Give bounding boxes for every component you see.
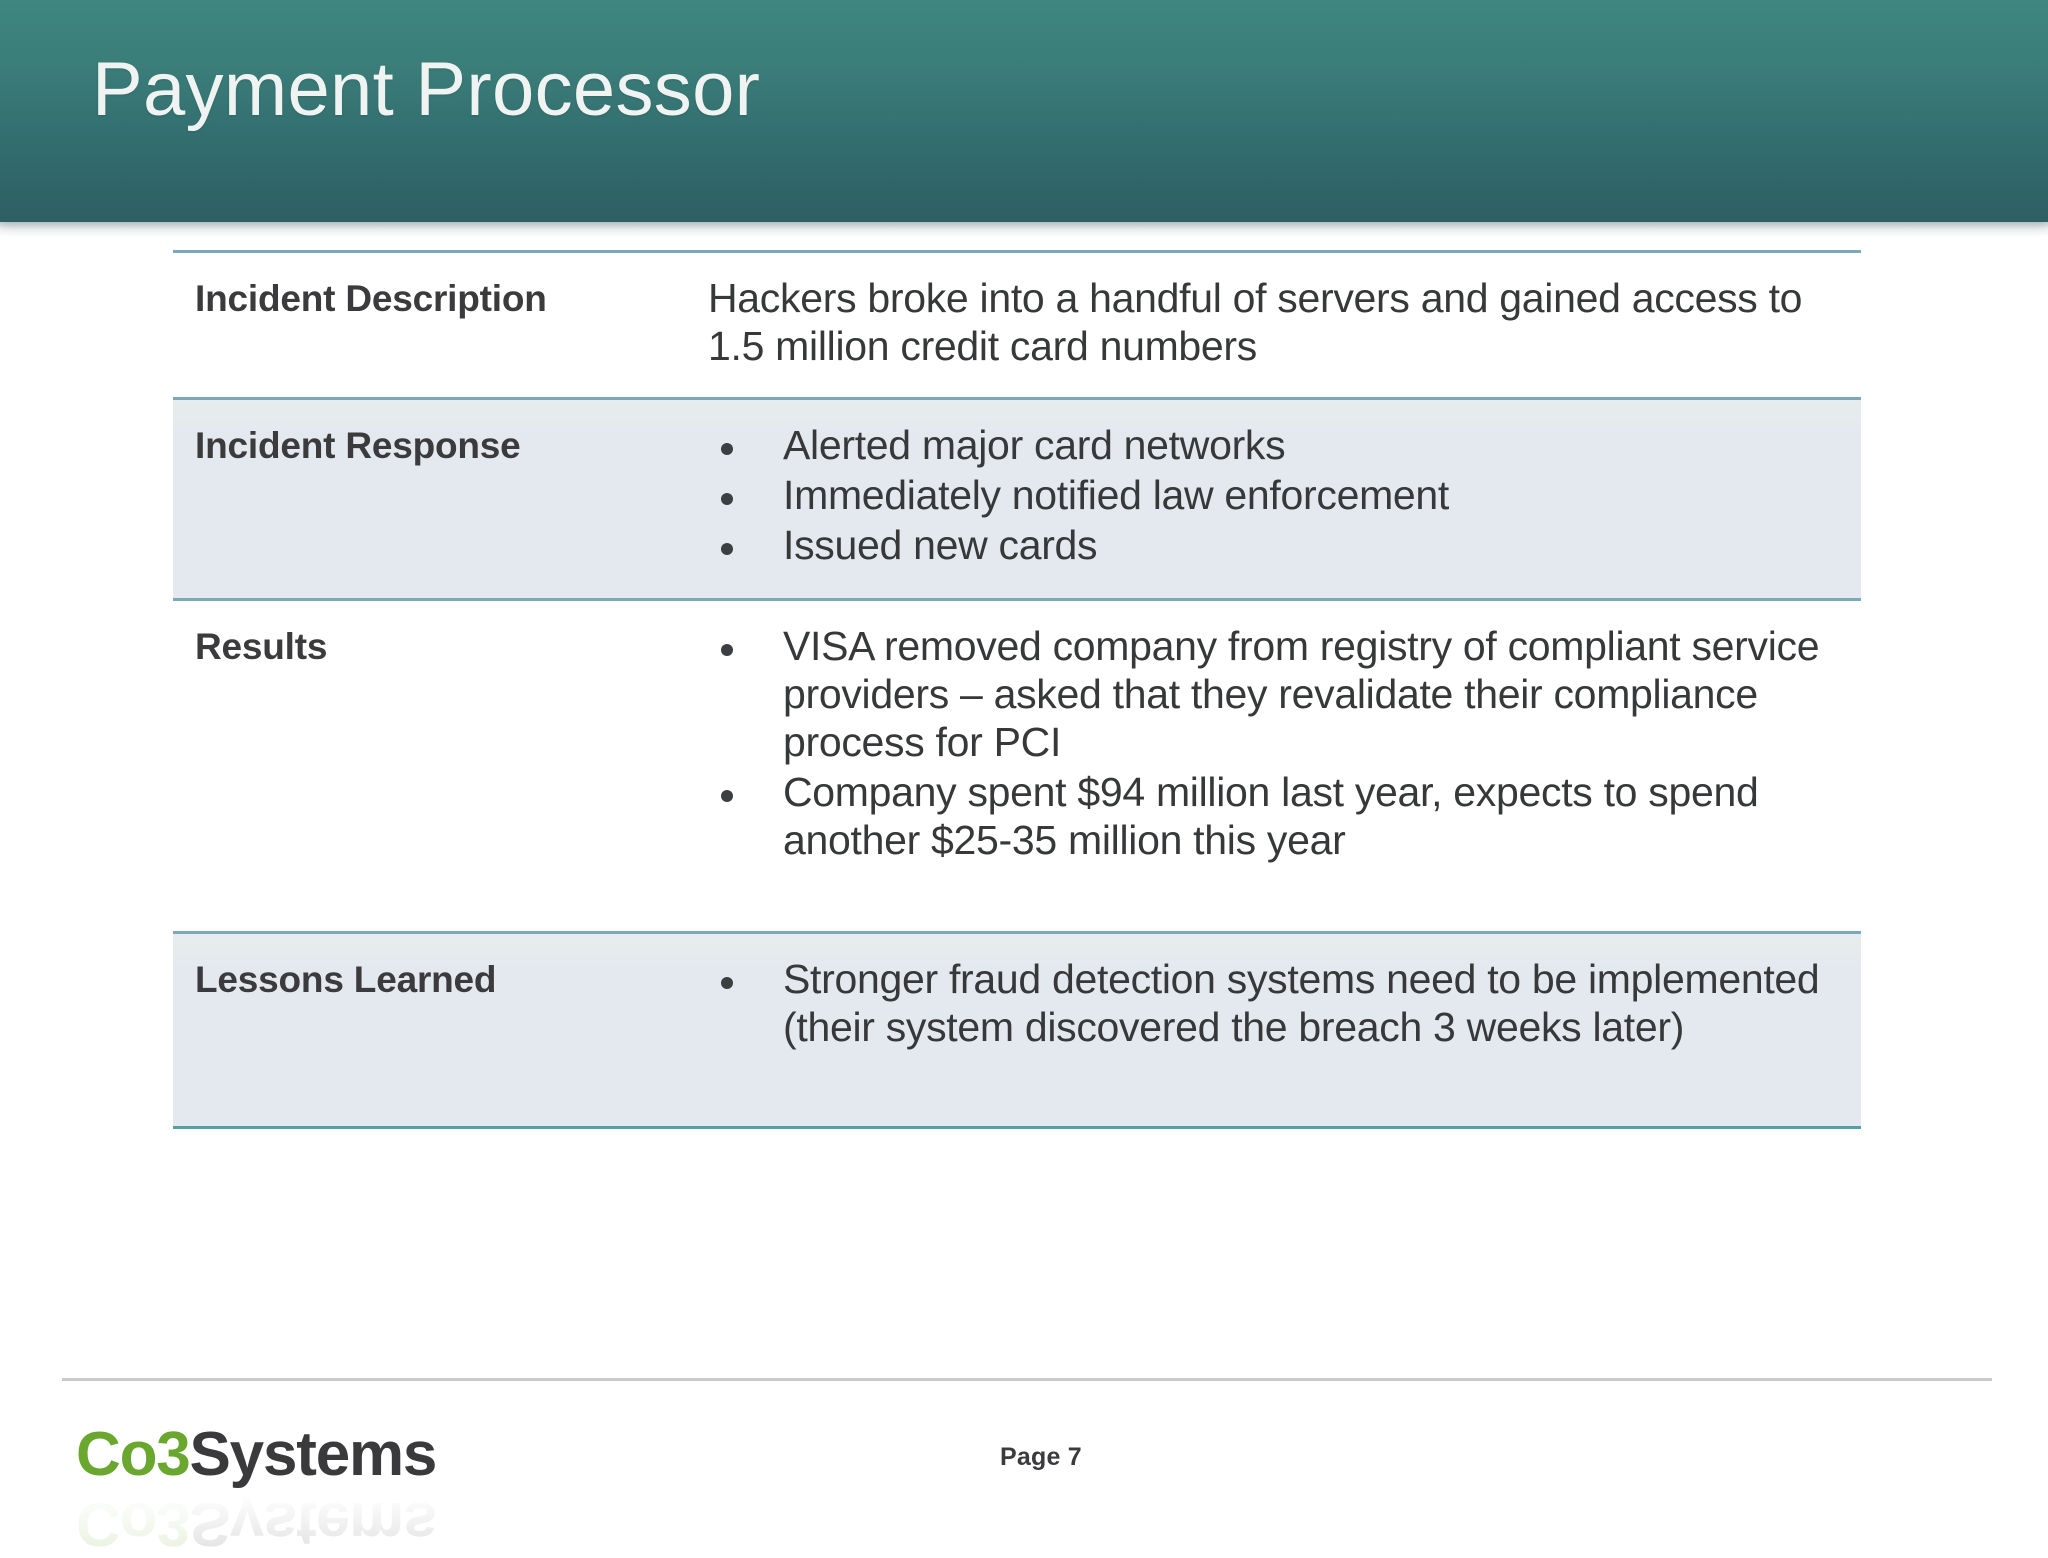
list-item: Issued new cards — [693, 522, 1837, 570]
list-item: Alerted major card networks — [693, 422, 1837, 470]
row-content-results: VISA removed company from registry of co… — [693, 601, 1861, 931]
incident-response-bullet-list: Alerted major card networks Immediately … — [693, 422, 1837, 570]
logo-reflection-primary: Co3 — [76, 1489, 190, 1558]
bullet-text: Stronger fraud detection systems need to… — [783, 955, 1820, 1050]
list-item: Company spent $94 million last year, exp… — [693, 769, 1837, 865]
incident-summary-table: Incident Description Hackers broke into … — [173, 250, 1861, 1129]
co3-systems-logo: Co3Systems — [76, 1424, 437, 1486]
bullet-dot-icon — [721, 492, 733, 505]
row-label-incident-description: Incident Description — [195, 278, 547, 319]
list-item: Immediately notified law enforcement — [693, 472, 1837, 520]
row-label-lessons-learned: Lessons Learned — [195, 958, 497, 1000]
logo-text-secondary: Systems — [189, 1420, 438, 1489]
header-drop-shadow — [0, 222, 2048, 238]
bullet-text: Company spent $94 million last year, exp… — [783, 768, 1759, 863]
results-bullet-list: VISA removed company from registry of co… — [693, 623, 1837, 865]
list-item: VISA removed company from registry of co… — [693, 623, 1837, 767]
bullet-text: Issued new cards — [783, 521, 1098, 568]
bullet-dot-icon — [721, 976, 733, 989]
bullet-dot-icon — [721, 443, 733, 455]
logo-text-primary: Co3 — [76, 1420, 191, 1489]
slide-header-banner — [0, 0, 2048, 222]
table-row: Results VISA removed company from regist… — [173, 597, 1861, 931]
list-item: Stronger fraud detection systems need to… — [693, 956, 1837, 1052]
logo-reflection-secondary: Systems — [189, 1489, 437, 1558]
bullet-dot-icon — [721, 542, 733, 555]
row-label-results: Results — [195, 625, 328, 667]
row-label-incident-response: Incident Response — [195, 425, 521, 466]
table-row: Incident Response Alerted major card net… — [173, 397, 1861, 598]
incident-description-text: Hackers broke into a handful of servers … — [708, 275, 1803, 369]
bullet-dot-icon — [721, 643, 733, 656]
bullet-text: Immediately notified law enforcement — [783, 471, 1450, 518]
table-row: Incident Description Hackers broke into … — [173, 250, 1861, 397]
co3-systems-logo-reflection: Co3Systems — [76, 1489, 436, 1558]
bullet-dot-icon — [721, 789, 733, 802]
footer-divider — [62, 1378, 1992, 1381]
table-row: Lessons Learned Stronger fraud detection… — [173, 930, 1861, 1129]
page-number: Page 7 — [1000, 1443, 1082, 1471]
row-content-lessons-learned: Stronger fraud detection systems need to… — [693, 934, 1861, 1126]
bullet-text: Alerted major card networks — [783, 422, 1286, 468]
bullet-text: VISA removed company from registry of co… — [783, 622, 1820, 765]
row-content-incident-description: Hackers broke into a handful of servers … — [693, 253, 1861, 397]
lessons-learned-bullet-list: Stronger fraud detection systems need to… — [693, 956, 1837, 1052]
slide-title: Payment Processor — [92, 47, 761, 132]
row-content-incident-response: Alerted major card networks Immediately … — [693, 400, 1861, 598]
